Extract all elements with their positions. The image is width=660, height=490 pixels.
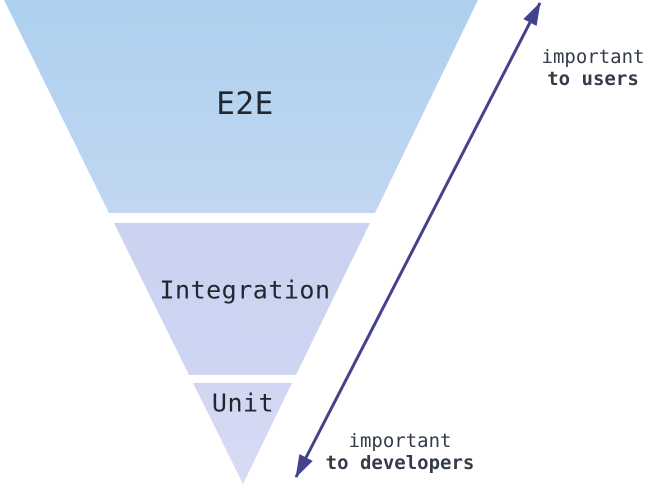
important-to-developers-line1: important bbox=[348, 430, 452, 452]
importance-axis-arrow bbox=[294, 2, 542, 478]
important-to-users-label: important to users bbox=[542, 46, 645, 90]
unit-section-label: Unit bbox=[211, 388, 275, 418]
unit-section-shape bbox=[193, 383, 292, 484]
integration-section-label: Integration bbox=[159, 275, 331, 305]
important-to-developers-line2: to developers bbox=[325, 452, 475, 474]
e2e-section-label: E2E bbox=[216, 86, 274, 122]
important-to-developers-label: important to developers bbox=[326, 430, 475, 474]
important-to-users-line1: important bbox=[541, 46, 645, 68]
important-to-users-line2: to users bbox=[547, 68, 639, 90]
